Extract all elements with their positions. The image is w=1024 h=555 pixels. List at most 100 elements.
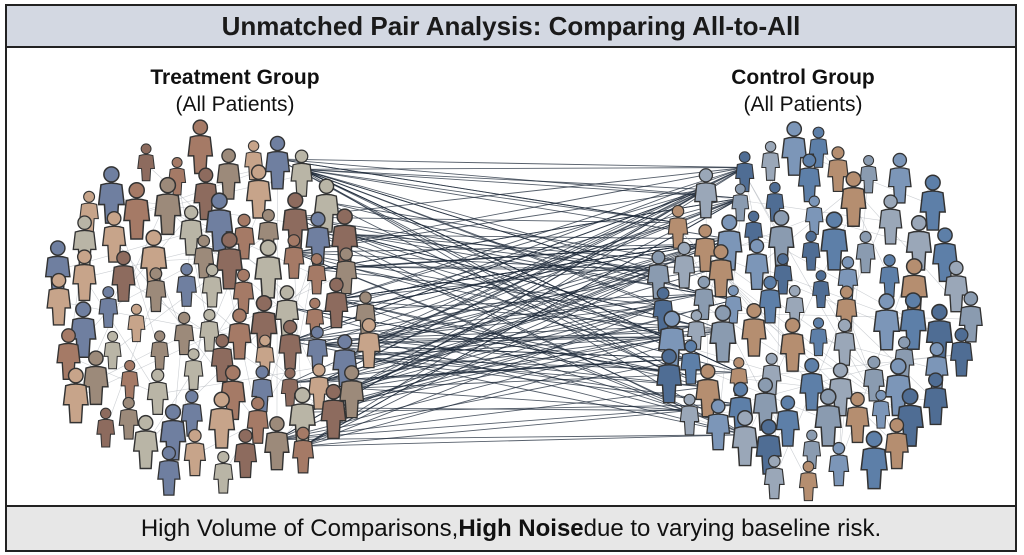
person-icon xyxy=(656,348,683,404)
person-icon xyxy=(118,396,139,440)
person-icon xyxy=(845,391,870,444)
person-icon xyxy=(709,304,737,363)
person-icon xyxy=(679,393,700,436)
person-icon xyxy=(840,171,867,227)
person-icon xyxy=(176,263,197,307)
person-icon xyxy=(943,260,969,313)
person-icon xyxy=(828,441,850,487)
connection-line xyxy=(317,234,730,240)
person-icon xyxy=(873,293,901,351)
person-icon xyxy=(278,319,302,370)
person-icon xyxy=(758,275,782,324)
treatment-group-name: Treatment Group xyxy=(150,66,320,89)
control-crowd xyxy=(646,121,983,502)
person-icon xyxy=(103,330,122,370)
person-icon xyxy=(324,277,349,329)
person-icon xyxy=(154,176,182,236)
treatment-group-subtitle: (All Patients) xyxy=(175,93,295,116)
connection-line xyxy=(301,168,730,240)
connection-line xyxy=(84,277,158,395)
person-icon xyxy=(708,244,734,298)
treatment-crowd xyxy=(44,119,381,496)
person-icon xyxy=(254,239,283,299)
connection-line xyxy=(333,407,690,411)
connection-line xyxy=(277,158,745,168)
connection-line xyxy=(317,344,708,388)
connection-line xyxy=(351,238,730,389)
footer-text-start: High Volume of Comparisons, xyxy=(140,514,459,542)
person-icon xyxy=(357,317,381,369)
person-icon xyxy=(797,153,821,203)
person-icon xyxy=(98,286,119,328)
person-icon xyxy=(150,330,169,370)
connection-line xyxy=(316,197,741,271)
connection-line xyxy=(277,158,741,199)
connection-line xyxy=(289,357,691,384)
connection-line xyxy=(276,434,746,441)
person-icon xyxy=(132,414,159,470)
person-icon xyxy=(860,430,888,490)
connection-line xyxy=(344,356,708,388)
connection-line xyxy=(295,216,659,272)
footer-caption: High Volume of Comparisons, High Noise d… xyxy=(5,505,1017,552)
person-icon xyxy=(137,143,156,182)
person-icon xyxy=(46,272,72,326)
connection-line xyxy=(302,167,745,447)
person-icon xyxy=(820,211,849,271)
person-icon xyxy=(706,399,731,451)
connection-line xyxy=(346,266,659,272)
person-icon xyxy=(72,249,97,302)
person-icon xyxy=(871,389,891,429)
person-icon xyxy=(111,250,136,302)
treatment-group-heading: Treatment Group (All Patients) xyxy=(95,64,375,118)
person-icon xyxy=(306,253,327,295)
connection-line xyxy=(344,233,697,327)
connection-line xyxy=(368,336,672,340)
person-icon xyxy=(201,263,223,308)
person-icon xyxy=(693,224,717,272)
connection-line xyxy=(286,306,670,373)
connection-line xyxy=(301,167,745,170)
connection-line xyxy=(276,357,691,441)
person-icon xyxy=(306,325,328,372)
person-icon xyxy=(146,368,169,415)
connection-line xyxy=(290,293,704,342)
connection-line xyxy=(276,386,708,441)
connection-line xyxy=(293,167,745,253)
connection-line xyxy=(326,201,685,262)
connection-line xyxy=(344,233,659,272)
diagram-frame xyxy=(5,48,1017,505)
connection-line xyxy=(346,266,672,338)
person-icon xyxy=(673,241,696,289)
person-icon xyxy=(208,391,236,449)
connection-line xyxy=(286,306,719,422)
connection-line xyxy=(351,243,706,389)
connection-line xyxy=(344,233,708,388)
person-icon xyxy=(812,270,830,309)
person-icon xyxy=(123,182,151,240)
connection-line xyxy=(336,298,719,422)
connection-line xyxy=(301,168,705,295)
connection-line xyxy=(336,189,707,300)
connection-line xyxy=(302,329,724,447)
person-icon xyxy=(292,426,315,474)
connection-line xyxy=(293,243,706,253)
person-icon xyxy=(180,389,203,437)
person-icon xyxy=(761,140,780,181)
person-icon xyxy=(694,168,718,219)
footer-text-end: due to varying baseline risk. xyxy=(583,514,882,542)
connection-line xyxy=(317,234,673,338)
connection-line xyxy=(293,189,706,253)
connection-line xyxy=(301,168,741,199)
person-icon xyxy=(127,303,146,343)
person-icon xyxy=(667,204,689,249)
person-icon xyxy=(246,396,269,444)
person-icon xyxy=(859,154,878,194)
connection-line xyxy=(316,243,706,271)
person-icon xyxy=(183,428,207,477)
person-icon xyxy=(216,148,241,200)
connection-line xyxy=(316,269,664,306)
control-group-name: Control Group xyxy=(731,66,875,89)
page-title: Unmatched Pair Analysis: Comparing All-t… xyxy=(5,4,1017,48)
connection-line xyxy=(289,329,723,384)
